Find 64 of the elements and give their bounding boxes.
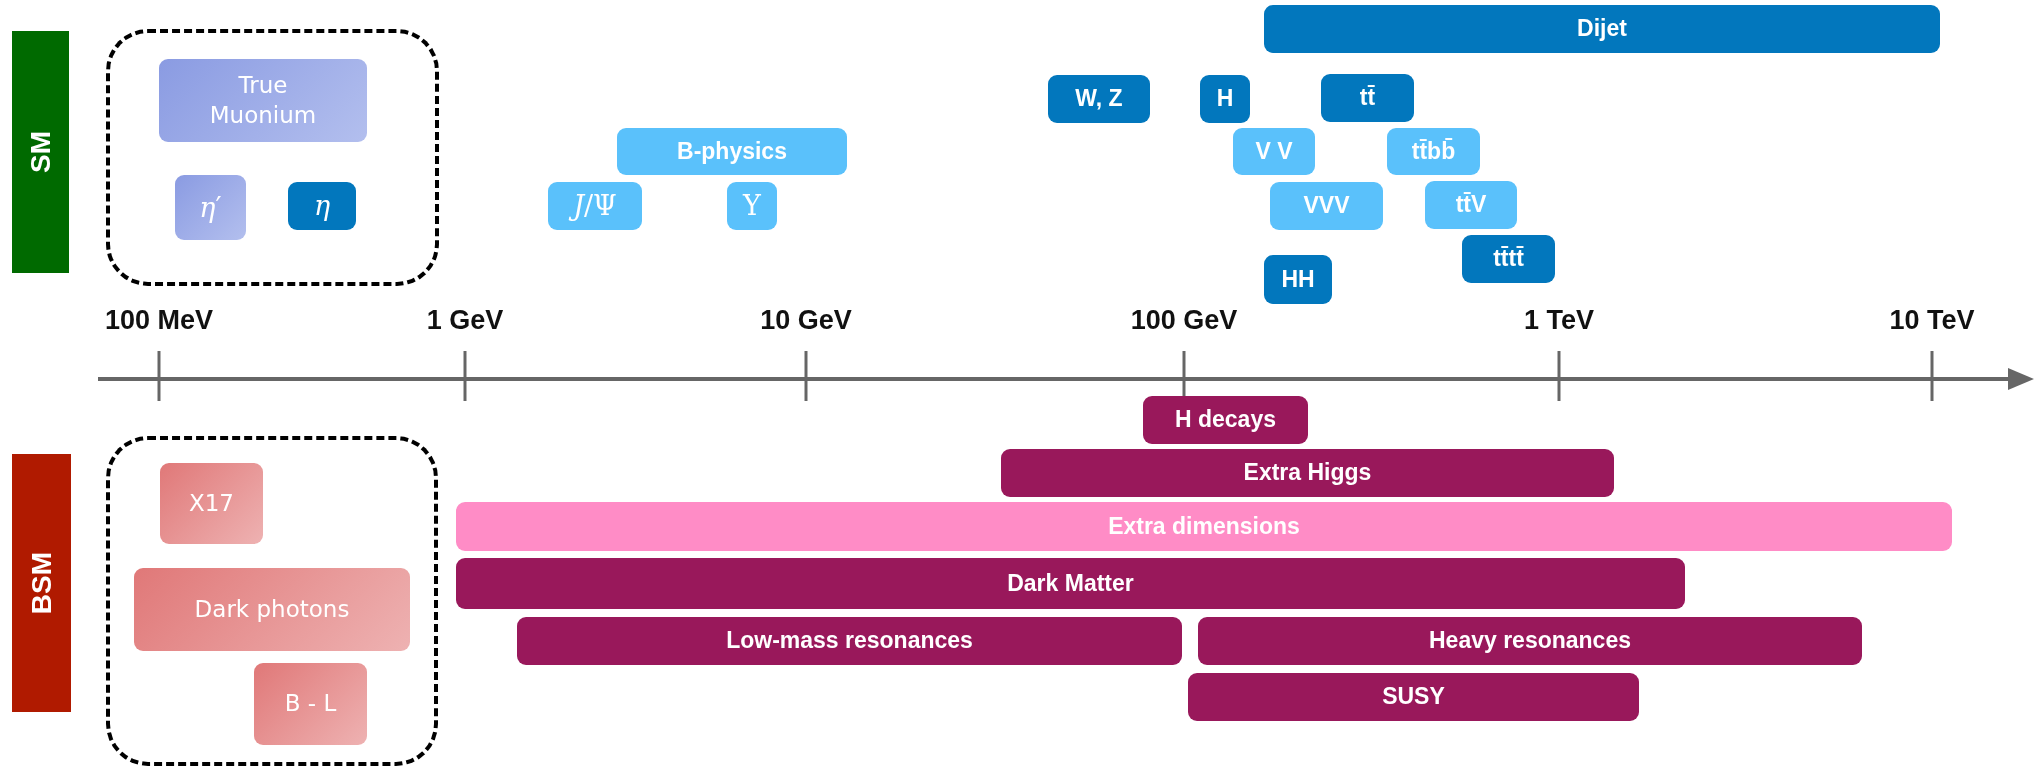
range-label: tt̄bb̄ <box>1410 136 1457 166</box>
range-label: True Muonium <box>208 70 318 130</box>
range-label: tt̄V <box>1454 190 1488 220</box>
range-box <box>548 182 642 230</box>
range-label: tt̄ <box>1358 83 1377 113</box>
category-label: SM <box>24 131 57 173</box>
faded-range-box <box>159 59 367 142</box>
range-box <box>727 182 777 230</box>
range-box <box>617 128 847 175</box>
axis-tick-label: 10 TeV <box>1889 305 1975 336</box>
range-box <box>288 182 356 230</box>
axis-tick-label: 100 GeV <box>1130 305 1238 336</box>
range-label: V V <box>1254 136 1294 166</box>
axis-tick-label: 10 GeV <box>760 305 852 336</box>
range-bar <box>456 558 1685 609</box>
dashed-group-box <box>106 29 439 286</box>
range-label: Dark Matter <box>1006 568 1135 598</box>
dashed-group-box <box>106 436 438 766</box>
range-label: VVV <box>1302 191 1351 221</box>
axis-tick-label: 100 MeV <box>104 305 214 336</box>
faded-range-box <box>160 463 263 544</box>
range-label: Extra dimensions <box>1107 511 1301 541</box>
range-bar <box>1143 396 1308 444</box>
range-box <box>1321 74 1414 122</box>
range-box <box>1425 181 1517 229</box>
range-label: η <box>312 189 332 224</box>
range-label: H <box>1215 84 1235 114</box>
range-label: tt̄tt̄ <box>1492 244 1525 274</box>
category-bar <box>12 454 71 712</box>
range-label: Υ <box>741 189 762 224</box>
range-box <box>1048 75 1150 123</box>
range-label: B-physics <box>676 136 788 166</box>
range-bar <box>517 617 1182 665</box>
range-label: Extra Higgs <box>1242 458 1373 488</box>
range-label: Heavy resonances <box>1428 626 1632 656</box>
range-box <box>1264 5 1940 53</box>
range-bar <box>1198 617 1862 665</box>
faded-range-box <box>175 175 246 240</box>
range-bar <box>1001 449 1614 497</box>
range-label: W, Z <box>1074 84 1124 114</box>
range-box <box>1462 235 1555 283</box>
range-bar <box>456 502 1952 551</box>
axis-tick-label: 1 GeV <box>426 305 504 336</box>
faded-range-box <box>134 568 410 651</box>
range-box <box>1270 182 1383 230</box>
category-bar <box>12 31 69 273</box>
axis-tick-label: 1 TeV <box>1524 305 1594 336</box>
range-label: Dijet <box>1576 14 1628 44</box>
range-box <box>1200 75 1250 123</box>
range-box <box>1264 255 1332 304</box>
range-label: HH <box>1280 264 1316 294</box>
faded-range-box <box>254 663 367 745</box>
range-label: Dark photons <box>193 594 351 624</box>
range-label: SUSY <box>1381 682 1446 712</box>
range-label: B - L <box>283 689 338 719</box>
range-label: J/Ψ <box>569 188 621 224</box>
range-label: Low-mass resonances <box>725 626 974 656</box>
range-box <box>1233 128 1315 175</box>
range-label: X17 <box>188 488 235 518</box>
range-label: H decays <box>1174 405 1277 435</box>
range-box <box>1387 128 1480 175</box>
range-bar <box>1188 673 1639 721</box>
range-label: η′ <box>198 190 223 225</box>
category-label: BSM <box>25 551 58 615</box>
